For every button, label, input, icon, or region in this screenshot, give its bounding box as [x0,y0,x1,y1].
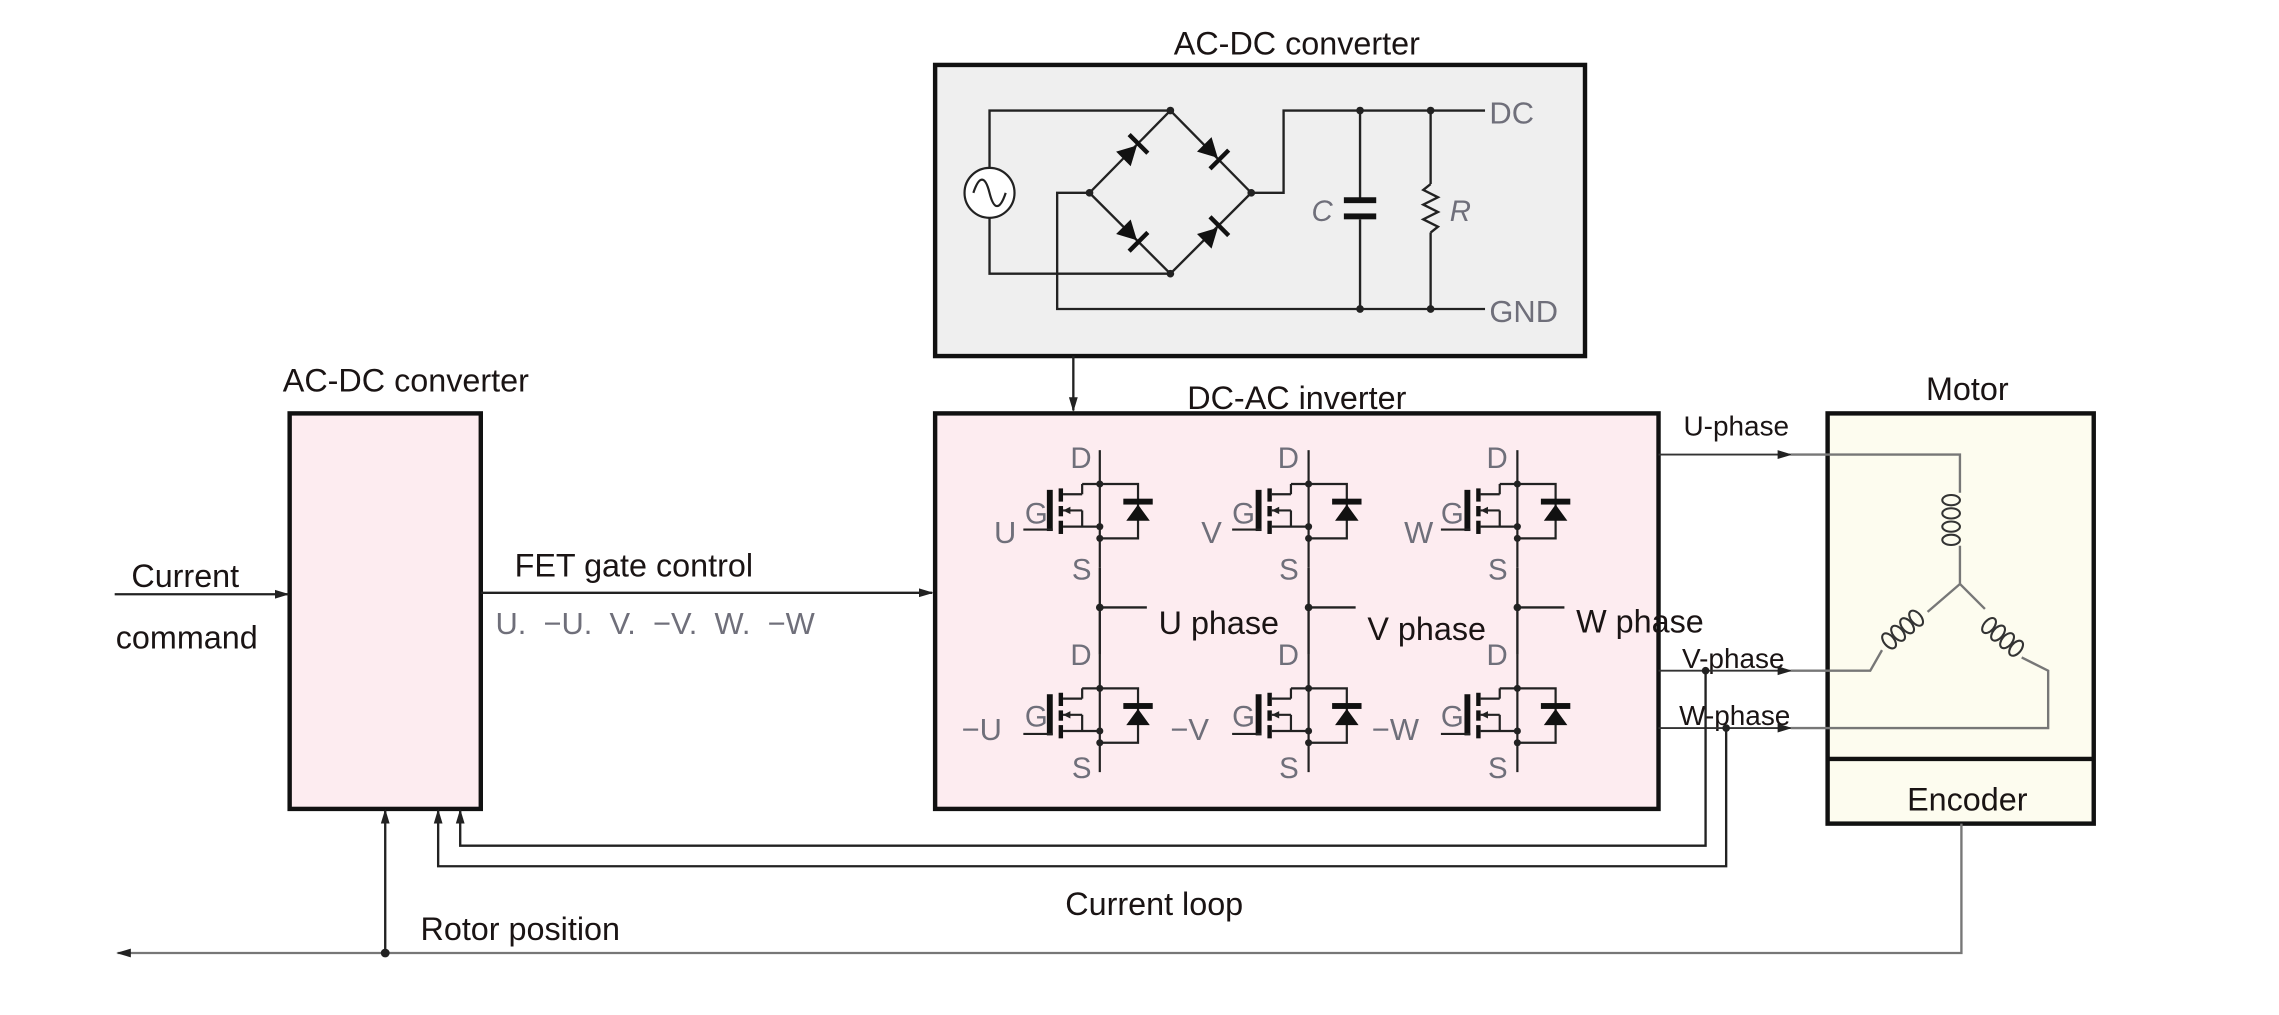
encoder-feedback-wire [116,823,1963,958]
gate-label: G [1232,498,1255,531]
drain-label: D [1070,639,1091,672]
current-command-label-line1: Current [131,558,239,594]
gate-signal-minus-w: −W [1372,712,1420,747]
gate-signal-w: W [1404,515,1434,550]
capacitor-icon [1343,197,1377,204]
fet-gate-control-label: FET gate control [515,548,753,584]
source-label: S [1072,554,1092,587]
source-label: S [1488,554,1508,587]
rectifier-circuit: C R DC GND [963,96,1558,329]
u-phase-output-label: U-phase [1684,410,1790,441]
gate-signal-minus-v: −V [1170,712,1209,747]
current-command-label-line2: command [116,620,258,656]
drain-label: D [1278,639,1299,672]
gate-label: G [1441,701,1464,734]
diode-icon [1196,137,1231,171]
gate-signals-label: U. −U. V. −V. W. −W [495,606,815,641]
resistor-icon [1420,183,1441,234]
drain-label: D [1070,442,1091,475]
gnd-output-label: GND [1489,294,1558,329]
gate-signal-minus-u: −U [962,712,1002,747]
diode-icon [1116,219,1150,253]
dc-output-label: DC [1489,96,1534,131]
phase-node-u-label: U phase [1159,605,1279,641]
phase-node-w-label: W phase [1576,603,1704,639]
inverter-leg-v: D G S V D G S −V V phase [1170,442,1486,785]
w-phase-output-label: W-phase [1679,700,1790,731]
gate-label: G [1025,498,1048,531]
source-label: S [1279,554,1299,587]
power-supply-title: AC-DC converter [1174,26,1420,62]
gate-label: G [1232,701,1255,734]
gate-label: G [1025,701,1048,734]
motor-title: Motor [1926,371,2009,407]
source-label: S [1488,752,1508,785]
inverter-leg-w: D G S W D G S −W W phase [1372,442,1704,785]
source-label: S [1072,752,1092,785]
drain-label: D [1278,442,1299,475]
drain-label: D [1486,442,1507,475]
motor-windings-icon [1790,453,2050,730]
rotor-position-label: Rotor position [421,911,620,947]
inverter-leg-u: D G S U D G S −U U phase [962,442,1279,785]
source-label: S [1279,752,1299,785]
resistor-label: R [1450,195,1471,228]
current-loop-label: Current loop [1065,886,1243,922]
power-supply-block [932,62,1588,359]
diode-icon [1196,215,1231,249]
gate-signal-v: V [1201,515,1222,550]
controller-block [287,411,484,812]
gate-signal-u: U [994,515,1016,550]
controller-title: AC-DC converter [283,362,529,398]
phase-node-v-label: V phase [1367,611,1486,647]
capacitor-label: C [1312,195,1334,228]
diode-icon [1116,132,1150,167]
gate-label: G [1441,498,1464,531]
v-phase-output-label: V-phase [1682,643,1784,674]
drain-label: D [1486,639,1507,672]
current-loop-wires [433,666,1730,868]
inverter-title: DC-AC inverter [1187,380,1406,416]
encoder-label: Encoder [1907,781,2028,817]
